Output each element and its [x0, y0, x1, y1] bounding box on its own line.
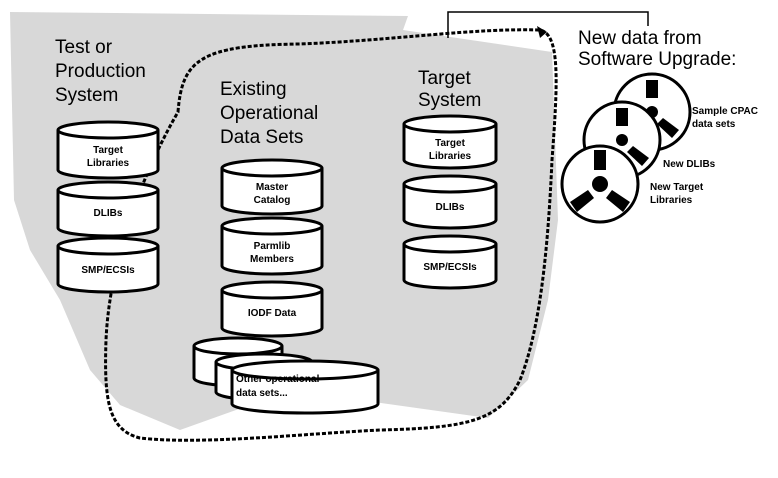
connector-line — [447, 11, 649, 38]
reel-label-new-target-line-2: Libraries — [650, 195, 693, 206]
test-cyl-2-line-1: DLIBs — [94, 208, 123, 219]
target-system-title-line-1: Target — [418, 68, 472, 89]
reel-label-sample-cpac-line-2: data sets — [692, 119, 736, 130]
other-operational-cylinders: Other operational data sets... — [192, 336, 380, 415]
reel-label-new-target-line-1: New Target — [650, 182, 704, 193]
op-cyl-3-line-1: IODF Data — [248, 308, 297, 319]
op-cyl-1-line-2: Catalog — [254, 195, 291, 206]
operational-cylinder-master-catalog: Master Catalog — [220, 158, 324, 216]
operational-title-line-3: Data Sets — [220, 127, 303, 148]
target-cyl-3-line-1: SMP/ECSIs — [423, 262, 477, 273]
target-system-boundary — [104, 28, 558, 442]
test-system-title-line-1: Test or — [55, 37, 113, 58]
reel-label-sample-cpac-line-1: Sample CPAC — [692, 106, 758, 117]
new-data-title-line-2: Software Upgrade: — [578, 49, 736, 70]
test-cyl-3-line-1: SMP/ECSIs — [81, 265, 135, 276]
operational-cylinder-parmlib-members: Parmlib Members — [220, 216, 324, 276]
operational-title-line-2: Operational — [220, 103, 318, 124]
test-system-cylinder-dlibs: DLIBs — [56, 180, 160, 238]
op-cyl-2-line-2: Members — [250, 254, 294, 265]
op-cyl-2-line-1: Parmlib — [254, 241, 291, 252]
test-system-title-line-2: Production — [55, 61, 146, 82]
other-ops-line-2: data sets... — [236, 388, 288, 399]
reel-label-new-dlibs: New DLIBs — [663, 159, 716, 170]
target-system-cylinder-smp-csis: SMP/ECSIs — [402, 234, 498, 290]
target-system-cylinder-dlibs: DLIBs — [402, 174, 498, 230]
operational-title-line-1: Existing — [220, 79, 287, 100]
target-cyl-1-line-1: Target — [435, 138, 465, 149]
target-system-title-line-2: System — [418, 90, 481, 111]
target-cyl-2-line-1: DLIBs — [436, 202, 465, 213]
new-data-title-line-1: New data from — [578, 28, 702, 49]
test-cyl-1-line-1: Target — [93, 145, 123, 156]
test-system-cylinder-target-libraries: Target Libraries — [56, 120, 160, 180]
tape-reel-new-target-libraries — [560, 144, 640, 224]
test-system-title-line-3: System — [55, 85, 118, 106]
target-cyl-1-line-2: Libraries — [429, 151, 472, 162]
boundary-arrowhead — [537, 26, 547, 38]
target-system-cylinder-target-libraries: Target Libraries — [402, 114, 498, 170]
test-cyl-1-line-2: Libraries — [87, 158, 130, 169]
test-system-cylinder-smp-csis: SMP/ECSIs — [56, 236, 160, 294]
other-ops-line-1: Other operational — [236, 374, 320, 385]
operational-cylinder-iodf-data: IODF Data — [220, 280, 324, 338]
op-cyl-1-line-1: Master — [256, 182, 288, 193]
